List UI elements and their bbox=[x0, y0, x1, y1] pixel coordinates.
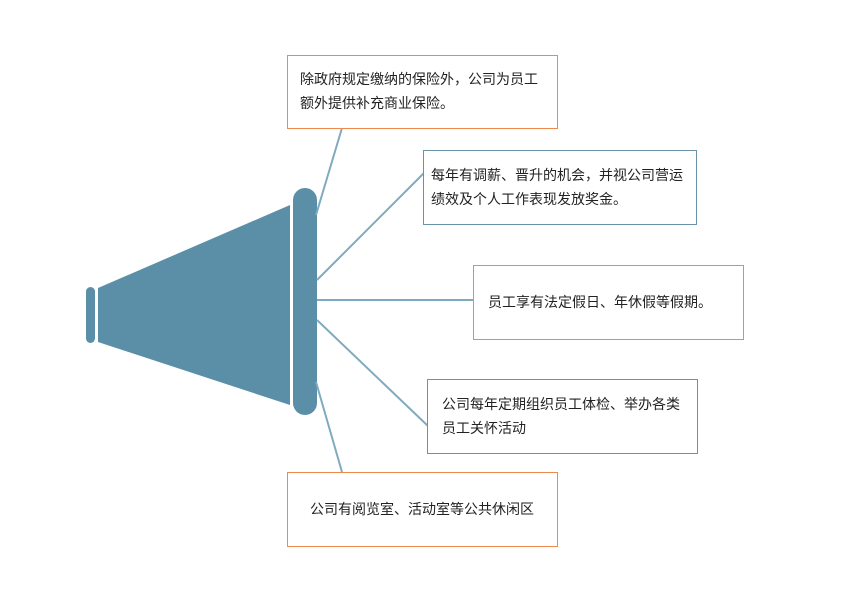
megaphone-rim bbox=[293, 188, 317, 415]
connector-line-1 bbox=[315, 127, 343, 216]
megaphone-icon bbox=[86, 188, 317, 415]
connector-line-2 bbox=[316, 171, 426, 281]
benefit-box-checkup: 公司每年定期组织员工体检、举办各类员工关怀活动 bbox=[427, 379, 698, 454]
connector-line-4 bbox=[316, 319, 429, 427]
megaphone-mouthpiece bbox=[86, 287, 95, 343]
benefit-text: 公司每年定期组织员工体检、举办各类员工关怀活动 bbox=[442, 396, 680, 437]
benefit-box-insurance: 除政府规定缴纳的保险外，公司为员工额外提供补充商业保险。 bbox=[287, 55, 558, 129]
connector-line-5 bbox=[315, 381, 343, 473]
benefit-box-salary: 每年有调薪、晋升的机会，并视公司营运绩效及个人工作表现发放奖金。 bbox=[423, 150, 697, 225]
benefit-text: 除政府规定缴纳的保险外，公司为员工额外提供补充商业保险。 bbox=[300, 72, 538, 112]
benefit-text: 员工享有法定假日、年休假等假期。 bbox=[488, 294, 712, 311]
benefit-text: 公司有阅览室、活动室等公共休闲区 bbox=[310, 501, 534, 518]
benefit-box-leisure: 公司有阅览室、活动室等公共休闲区 bbox=[287, 472, 558, 547]
benefit-box-holidays: 员工享有法定假日、年休假等假期。 bbox=[473, 265, 744, 340]
benefit-text: 每年有调薪、晋升的机会，并视公司营运绩效及个人工作表现发放奖金。 bbox=[431, 167, 683, 208]
megaphone-cone bbox=[98, 205, 290, 405]
